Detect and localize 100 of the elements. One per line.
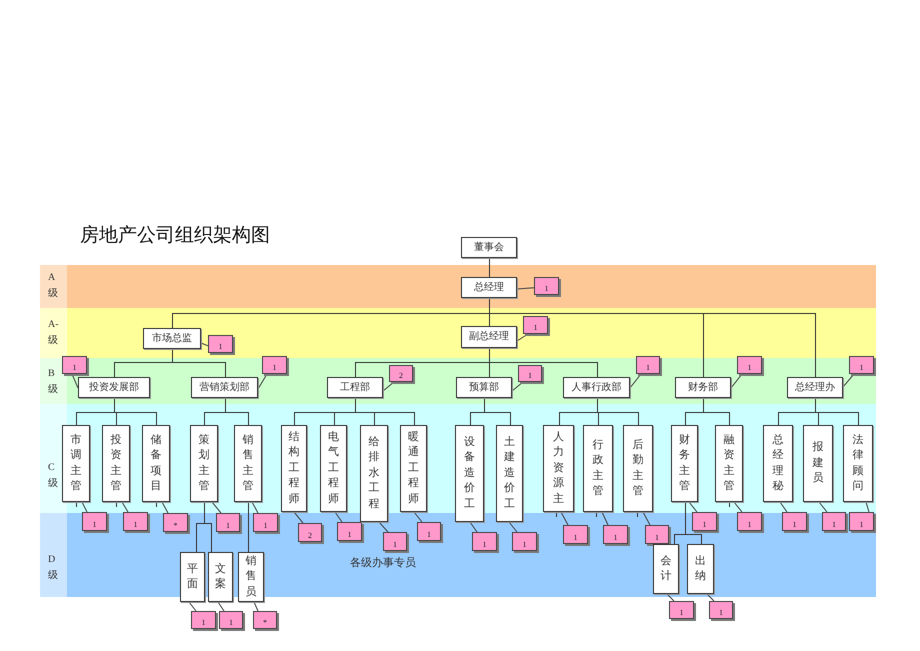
leader-line [334, 512, 342, 522]
callout-number: 1 [393, 541, 397, 549]
callout-bubble [417, 522, 441, 541]
leader-line [818, 502, 828, 512]
unit-title: 财务主管 [679, 432, 690, 494]
unit-title: 法律顾问 [852, 432, 864, 494]
org-unit-box [843, 425, 873, 502]
callout-bubble [518, 365, 542, 382]
callout-bubble [163, 513, 188, 532]
level-label: A级 [48, 271, 59, 301]
callout-number: 1 [646, 364, 650, 372]
callout-number: 1 [792, 521, 796, 529]
level-label: D级 [48, 553, 59, 583]
leader-line [470, 522, 478, 532]
unit-title: 人事行政部 [572, 382, 622, 394]
org-unit-box [563, 377, 630, 398]
unit-title: 销售主管 [242, 432, 254, 494]
unit-title: 市场总监 [152, 332, 192, 344]
leader-line [82, 502, 88, 512]
leader-line [508, 522, 518, 532]
callout-bubble [523, 316, 548, 334]
org-unit-box [190, 425, 218, 502]
org-unit-box [803, 425, 833, 502]
callout-number: 1 [534, 324, 538, 332]
leader-line [630, 374, 642, 388]
leader-line [560, 512, 568, 526]
leader-line [516, 334, 528, 342]
callout-number: 1 [264, 522, 268, 530]
note-text: 各级办事专员 [350, 557, 416, 570]
org-unit-box [191, 377, 258, 398]
leader-line [212, 502, 222, 514]
callout-bubble [191, 611, 216, 629]
org-unit-box [456, 377, 512, 398]
callout-bubble [849, 512, 874, 531]
unit-title: 电气工程师 [328, 430, 339, 507]
unit-title: 给排水工程 [368, 435, 380, 512]
callout-bubble [737, 512, 762, 531]
callout-number: 1 [655, 534, 659, 542]
connector-line [489, 258, 490, 278]
callout-number: 1 [860, 364, 864, 372]
unit-title: 预算部 [469, 382, 499, 394]
leader-line [602, 512, 608, 526]
org-unit-box [180, 552, 205, 602]
org-unit-box [763, 425, 793, 502]
leader-line [258, 374, 268, 390]
callout-number: 2 [308, 532, 312, 540]
leader-line [734, 502, 742, 512]
callout-bubble [709, 601, 733, 619]
callout-bubble [219, 611, 243, 629]
org-unit-box [455, 425, 484, 522]
org-unit-box [461, 277, 517, 298]
callout-number: 1 [522, 541, 526, 549]
callout-bubble [822, 512, 846, 531]
callout-number: 1 [719, 609, 723, 617]
unit-title: 报建员 [812, 440, 824, 486]
level-label: C级 [48, 461, 59, 491]
callout-bubble [782, 512, 807, 531]
callout-bubble [253, 611, 277, 629]
leader-line [254, 602, 258, 612]
callout-bubble [563, 525, 588, 544]
callout-bubble [383, 532, 407, 551]
org-unit-box [543, 425, 574, 512]
leader-line [122, 502, 128, 512]
level-label: A-级 [48, 318, 60, 348]
leader-line [842, 374, 854, 388]
callout-number: 1 [427, 531, 431, 539]
callout-number: 1 [272, 364, 276, 372]
unit-title: 土建造价工 [504, 435, 515, 512]
callout-bubble [472, 532, 497, 551]
callout-number: 1 [226, 522, 230, 530]
leader-line [706, 594, 714, 602]
callout-bubble [645, 525, 669, 544]
org-unit-box [238, 552, 264, 602]
leader-line [382, 382, 394, 392]
unit-title: 后勤主管 [632, 438, 644, 499]
unit-title: 总经理办 [795, 382, 835, 394]
callout-number: 1 [680, 609, 684, 617]
org-unit-box [102, 425, 130, 502]
leader-line [642, 512, 650, 526]
callout-number: 2 [399, 372, 403, 380]
callout-number: 1 [860, 521, 864, 529]
unit-title: 投资发展部 [89, 382, 139, 394]
unit-title: 营销策划部 [200, 382, 250, 394]
leader-line [414, 512, 422, 522]
callout-number: * [174, 522, 178, 530]
unit-title: 策划主管 [198, 432, 210, 494]
org-unit-box [143, 328, 201, 349]
leader-line [252, 502, 258, 514]
unit-title: 结构工程师 [288, 430, 300, 507]
callout-bubble [389, 365, 413, 382]
callout-bubble [669, 601, 694, 619]
org-unit-box [327, 377, 383, 398]
unit-title: 财务部 [688, 382, 718, 394]
leader-line [730, 374, 742, 388]
org-unit-box [583, 425, 613, 512]
leader-line [294, 512, 304, 524]
chart-title: 房地产公司组织架构图 [80, 223, 270, 247]
callout-bubble [512, 532, 537, 551]
callout-bubble [298, 523, 322, 542]
callout-bubble [692, 512, 717, 531]
